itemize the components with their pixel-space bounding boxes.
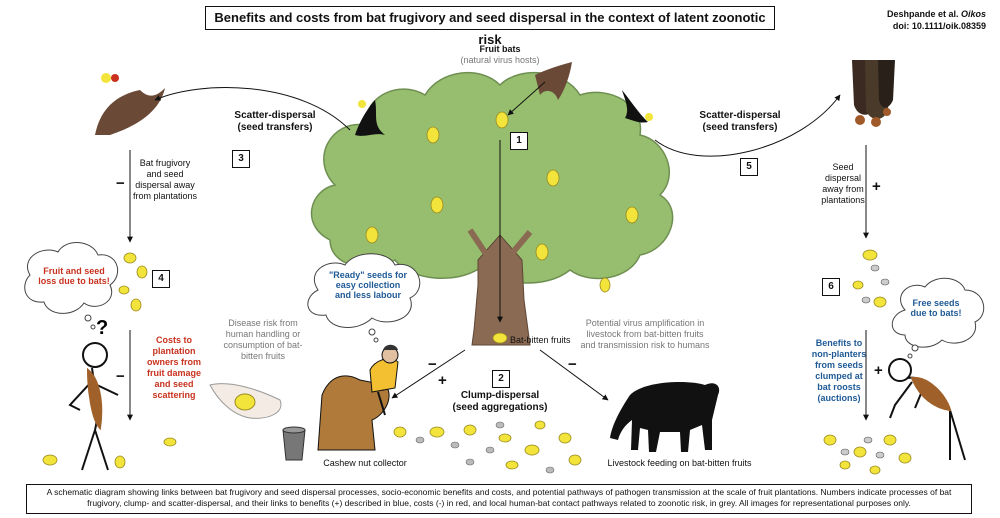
bubble-center bbox=[307, 253, 421, 343]
citation-authors: Deshpande et al. bbox=[886, 9, 961, 19]
right-benefit-label: Benefits to non-planters from seeds clum… bbox=[811, 338, 867, 403]
fruit-bats-subtitle: (natural virus hosts) bbox=[460, 55, 540, 65]
scatter-left-line1: Scatter-dispersal bbox=[234, 110, 316, 121]
bubble-left bbox=[24, 242, 119, 330]
diagram-title: Benefits and costs from bat frugivory an… bbox=[205, 6, 775, 47]
flying-bat-center-left bbox=[355, 100, 385, 136]
citation-doi: doi: 10.1111/oik.08359 bbox=[892, 21, 986, 31]
fruit-bats-title: Fruit bats bbox=[479, 44, 521, 54]
roosting-bats bbox=[852, 60, 895, 127]
cashew-collector-figure bbox=[317, 344, 399, 451]
scatter-dispersal-right: Scatter-dispersal (seed transfers) bbox=[665, 110, 815, 134]
right-flow-label: Seed dispersal away from plantations bbox=[821, 162, 865, 205]
disease-risk-label: Disease risk from human handling or cons… bbox=[223, 318, 303, 361]
livestock-feeding-label: Livestock feeding on bat-bitten fruits bbox=[607, 458, 752, 468]
arrow-bat-to-fruit bbox=[507, 81, 546, 116]
right-bubble-text: Free seeds due to bats! bbox=[910, 298, 962, 318]
livestock-cow-silhouette bbox=[610, 382, 720, 452]
process-number-5: 5 bbox=[740, 158, 758, 176]
clump-dispersal-label: Clump-dispersal (seed aggregations) bbox=[440, 390, 560, 414]
scatter-right-line2: (seed transfers) bbox=[702, 122, 778, 133]
clumped-fruits-center bbox=[393, 332, 582, 470]
left-bubble-text: Fruit and seed loss due to bats! bbox=[38, 266, 110, 286]
collector-minus-sign: − bbox=[428, 356, 437, 373]
scatter-dispersal-left: Scatter-dispersal (seed transfers) bbox=[200, 110, 350, 134]
non-planter-figure bbox=[888, 358, 966, 461]
bubble-right bbox=[891, 277, 985, 359]
bat-bitten-fruits-label: Bat-bitten fruits bbox=[510, 335, 571, 345]
bat-at-tree bbox=[535, 62, 572, 100]
process-number-4: 4 bbox=[152, 270, 170, 288]
hand-with-fruit bbox=[209, 383, 282, 419]
bucket-icon bbox=[282, 426, 306, 461]
seeds-right bbox=[840, 264, 890, 459]
flying-bat-top-left bbox=[95, 73, 165, 135]
plantation-owner-figure bbox=[68, 342, 119, 471]
process-number-3: 3 bbox=[232, 150, 250, 168]
right-plus-sign: + bbox=[872, 178, 881, 195]
flying-bat-center-right bbox=[622, 90, 653, 123]
arrow-to-collector bbox=[391, 349, 466, 399]
citation-journal: Oikos bbox=[960, 9, 986, 19]
arrow-to-livestock bbox=[539, 349, 609, 401]
left-minus-sign: − bbox=[116, 175, 125, 192]
center-bubble-text: "Ready" seeds for easy collection and le… bbox=[328, 270, 408, 300]
arrow-scatter-right bbox=[654, 94, 841, 157]
clumped-fruits-right bbox=[823, 249, 912, 475]
scatter-right-line1: Scatter-dispersal bbox=[699, 110, 781, 121]
left-cost-minus: − bbox=[116, 368, 125, 385]
figure-caption: A schematic diagram showing links betwee… bbox=[26, 484, 972, 514]
left-flow-label: Bat frugivory and seed dispersal away fr… bbox=[132, 158, 198, 201]
scatter-left-line2: (seed transfers) bbox=[237, 122, 313, 133]
process-number-1: 1 bbox=[510, 132, 528, 150]
question-mark-icon: ? bbox=[96, 317, 108, 339]
process-number-2: 2 bbox=[492, 370, 510, 388]
seeds-center bbox=[415, 421, 555, 474]
right-benefit-plus: + bbox=[874, 362, 883, 379]
left-cost-label: Costs to plantation owners from fruit da… bbox=[146, 335, 201, 400]
tree-fruits bbox=[365, 111, 639, 293]
citation: Deshpande et al. Oikos doi: 10.1111/oik.… bbox=[887, 8, 986, 32]
cashew-collector-label: Cashew nut collector bbox=[323, 458, 407, 468]
clump-line2: (seed aggregations) bbox=[452, 402, 548, 413]
collector-plus-sign: + bbox=[438, 372, 447, 389]
fruit-bats-label: Fruit bats (natural virus hosts) bbox=[430, 44, 570, 66]
clump-line1: Clump-dispersal bbox=[460, 390, 540, 401]
livestock-minus-sign: − bbox=[568, 356, 577, 373]
scattered-fruits-left bbox=[42, 252, 177, 469]
process-number-6: 6 bbox=[822, 278, 840, 296]
livestock-risk-label: Potential virus amplification in livesto… bbox=[580, 318, 710, 350]
arrow-scatter-left bbox=[154, 87, 351, 131]
